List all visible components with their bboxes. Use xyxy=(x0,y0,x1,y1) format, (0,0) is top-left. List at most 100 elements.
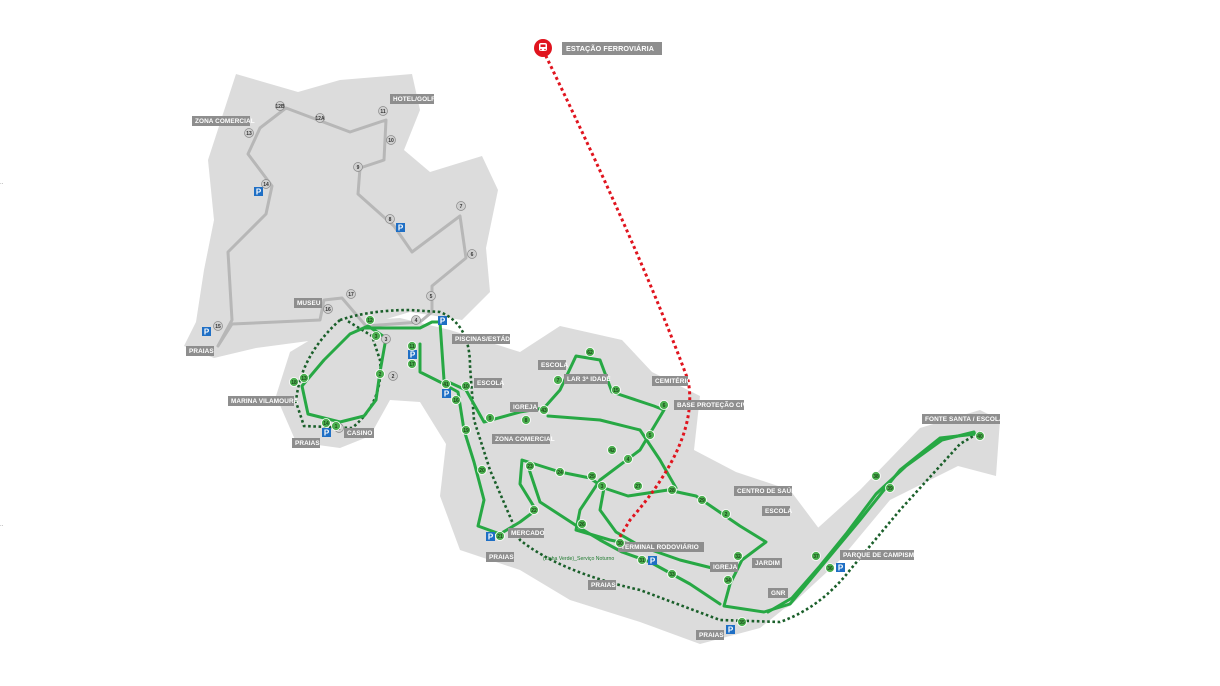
svg-text:P: P xyxy=(838,564,844,573)
stop-marker: 9 xyxy=(353,162,363,172)
svg-text:25: 25 xyxy=(589,474,595,480)
svg-text:IGREJA: IGREJA xyxy=(713,564,738,571)
station-label: ESTAÇÃO FERROVIÁRIA xyxy=(562,42,662,55)
svg-text:ESCOLA: ESCOLA xyxy=(765,508,793,515)
svg-text:34: 34 xyxy=(725,578,731,584)
svg-text:13: 13 xyxy=(301,376,307,382)
stop-marker: 29 xyxy=(697,495,707,505)
svg-text:32: 32 xyxy=(735,554,741,560)
svg-text:1: 1 xyxy=(335,424,338,430)
stop-marker: 17 xyxy=(346,289,356,299)
stop-marker: 33 xyxy=(667,569,677,579)
parking-marker: P xyxy=(486,532,495,542)
stop-marker: 32 xyxy=(733,551,743,561)
label-zona-comercial-central: ZONA COMERCIAL xyxy=(492,434,555,444)
svg-text:12: 12 xyxy=(367,318,373,324)
edge-tick: .. xyxy=(0,180,4,186)
stop-marker: 20 xyxy=(477,465,487,475)
svg-text:PRAIAS: PRAIAS xyxy=(189,348,214,355)
svg-text:PISCINAS/ESTÁDIO: PISCINAS/ESTÁDIO xyxy=(455,334,517,343)
svg-text:15: 15 xyxy=(215,324,221,330)
svg-text:FONTE SANTA / ESCOLA: FONTE SANTA / ESCOLA xyxy=(925,416,1004,423)
stop-marker: 14 xyxy=(261,179,271,189)
svg-text:TERMINAL RODOVIÁRIO: TERMINAL RODOVIÁRIO xyxy=(621,542,699,551)
svg-text:43: 43 xyxy=(541,408,547,414)
svg-text:19: 19 xyxy=(463,428,469,434)
svg-text:ESCOLA: ESCOLA xyxy=(477,380,505,387)
label-lar: LAR 3ª IDADE xyxy=(564,374,611,384)
svg-text:14: 14 xyxy=(323,421,329,427)
svg-text:8: 8 xyxy=(389,217,392,223)
label-praias-southeast: PRAIAS xyxy=(696,630,724,640)
stop-marker: 10 xyxy=(386,135,396,145)
stop-marker: 19 xyxy=(461,425,471,435)
svg-text:5: 5 xyxy=(649,433,652,439)
green-route xyxy=(300,320,978,614)
svg-text:ZONA COMERCIAL: ZONA COMERCIAL xyxy=(495,436,555,443)
svg-text:7: 7 xyxy=(460,204,463,210)
label-marina: MARINA VILAMOURA xyxy=(228,396,299,406)
svg-text:LAR 3ª IDADE: LAR 3ª IDADE xyxy=(567,376,611,383)
stop-marker: 12A xyxy=(315,113,325,123)
svg-text:IGREJA: IGREJA xyxy=(513,404,538,411)
label-cemiterio: CEMITÉRIO xyxy=(652,376,691,386)
svg-text:20: 20 xyxy=(479,468,485,474)
rail-link xyxy=(541,49,692,541)
stop-marker: 37 xyxy=(811,551,821,561)
label-hotel-golfe: HOTEL/GOLFE xyxy=(390,94,440,104)
stop-marker: 26 xyxy=(577,519,587,529)
svg-text:PRAIAS: PRAIAS xyxy=(489,554,514,561)
svg-text:P: P xyxy=(398,224,404,233)
stop-marker: 21 xyxy=(495,531,505,541)
svg-text:18: 18 xyxy=(291,380,297,386)
stop-marker: 11 xyxy=(378,106,388,116)
stop-marker: 6 xyxy=(659,400,669,410)
stop-marker: 3 xyxy=(371,331,381,341)
label-igreja-2: IGREJA xyxy=(710,562,738,572)
svg-text:13: 13 xyxy=(246,131,252,137)
stop-marker: 3 xyxy=(597,481,607,491)
svg-text:3: 3 xyxy=(385,337,388,343)
svg-text:23: 23 xyxy=(527,464,533,470)
label-praias-south: PRAIAS xyxy=(588,580,616,590)
parking-marker: P xyxy=(254,187,263,197)
svg-text:PRAIAS: PRAIAS xyxy=(591,582,616,589)
label-escola-2: ESCOLA xyxy=(538,360,568,370)
svg-text:35: 35 xyxy=(739,620,745,626)
svg-text:26: 26 xyxy=(579,522,585,528)
svg-text:JARDIM: JARDIM xyxy=(755,560,780,567)
stop-marker: 35 xyxy=(737,617,747,627)
train-icon xyxy=(539,43,547,51)
label-casino: CASINO xyxy=(344,428,374,438)
svg-text:PRAIAS: PRAIAS xyxy=(295,440,320,447)
stop-marker: 1 xyxy=(331,421,341,431)
svg-text:P: P xyxy=(650,557,656,566)
stop-marker: 2 xyxy=(721,509,731,519)
night-service-label: (Linha Verde)_Serviço Noturno xyxy=(543,556,614,562)
label-fonte-santa: FONTE SANTA / ESCOLA xyxy=(922,414,1004,424)
green-stops: 12 11 17 10 3 2 13 18 14 1 62 7 16 15 9 … xyxy=(289,315,985,627)
stop-marker: 2 xyxy=(375,369,385,379)
parking-marker: P xyxy=(442,389,451,399)
stop-marker: 8 xyxy=(385,214,395,224)
stop-marker: 34 xyxy=(723,575,733,585)
svg-text:P: P xyxy=(410,351,416,360)
stop-marker: 31 xyxy=(637,555,647,565)
svg-text:11: 11 xyxy=(409,344,415,350)
svg-text:62: 62 xyxy=(587,350,593,356)
svg-text:10: 10 xyxy=(463,384,469,390)
svg-text:14: 14 xyxy=(263,182,269,188)
svg-text:MARINA VILAMOURA: MARINA VILAMOURA xyxy=(231,398,299,405)
svg-text:ESTAÇÃO FERROVIÁRIA: ESTAÇÃO FERROVIÁRIA xyxy=(566,44,654,53)
stop-marker: 3 xyxy=(381,334,391,344)
stop-marker: 15 xyxy=(611,385,621,395)
svg-text:39: 39 xyxy=(887,486,893,492)
stop-marker: 16 xyxy=(451,395,461,405)
stop-marker: 8 xyxy=(521,415,531,425)
svg-text:MERCADO: MERCADO xyxy=(511,530,545,537)
stop-marker: 38 xyxy=(871,471,881,481)
svg-text:CENTRO DE SAÚDE: CENTRO DE SAÚDE xyxy=(737,486,801,495)
svg-text:12A: 12A xyxy=(315,116,325,122)
label-campismo: PARQUE DE CAMPISMO xyxy=(840,550,919,560)
label-praias-central: PRAIAS xyxy=(486,552,514,562)
